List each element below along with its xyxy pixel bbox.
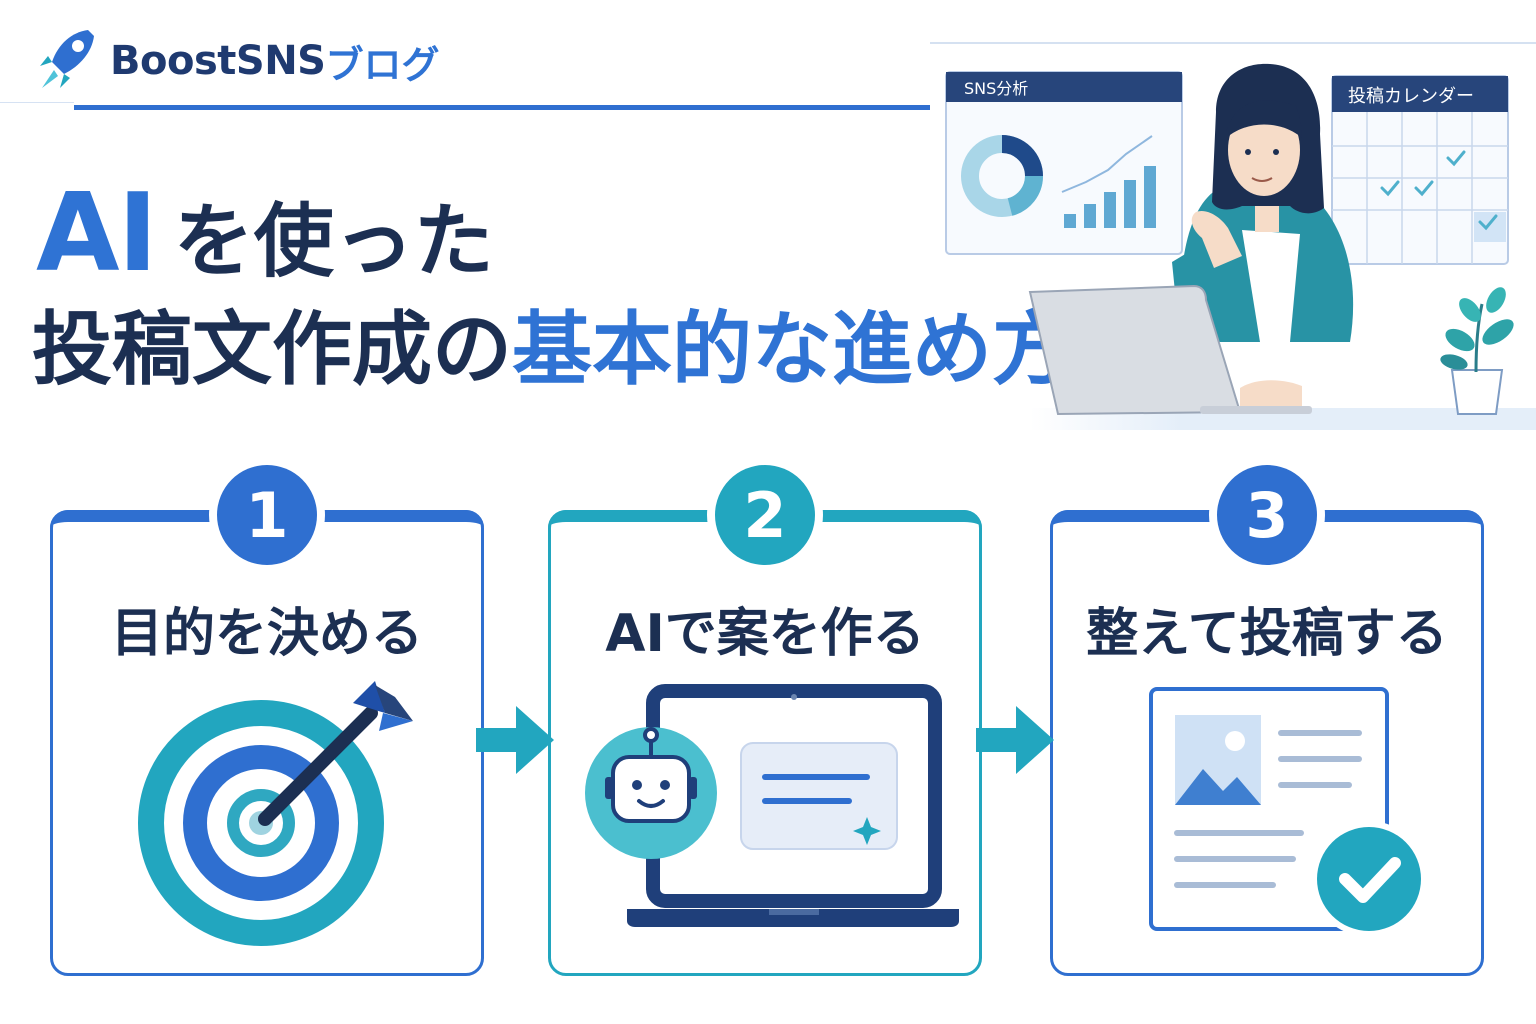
brand-logo[interactable]: BoostSNS ブログ <box>36 26 440 96</box>
title-line-1-text: を使った <box>173 195 494 288</box>
step-badge-1: 1 <box>209 457 325 573</box>
step-number-1: 1 <box>217 465 317 565</box>
step-number-3: 3 <box>1217 465 1317 565</box>
sns-analytics-panel: SNS分析 <box>945 71 1183 255</box>
calendar-panel-title: 投稿カレンダー <box>1348 86 1474 107</box>
step-label-3: 整えて投稿する <box>1086 604 1448 664</box>
brand-accent: ブログ <box>325 42 440 87</box>
step-number-2: 2 <box>715 465 815 565</box>
ai-robot-laptop-icon <box>585 684 959 927</box>
step-label-2: AIで案を作る <box>605 604 925 664</box>
step-badge-2: 2 <box>707 457 823 573</box>
arrow-right-icon <box>976 706 1054 774</box>
plant-decoration <box>1440 287 1514 415</box>
laptop-illustration <box>1028 284 1312 416</box>
title-highlight-ai: AI <box>36 171 158 296</box>
brand-name: BoostSNS <box>110 38 326 84</box>
header-divider-left <box>0 102 74 103</box>
post-check-icon <box>1149 687 1427 937</box>
page-title-line-1: AI を使った <box>36 178 494 288</box>
step-card-1: 1 目的を決める <box>50 457 484 976</box>
rocket-icon <box>40 30 94 88</box>
post-calendar-panel: 投稿カレンダー <box>1331 75 1509 265</box>
title-line-2-text: 投稿文作成の <box>32 303 512 396</box>
page-title-line-2: 投稿文作成の 基本的な進め方 <box>32 310 1072 390</box>
step-card-2: 2 AIで案を作る <box>548 457 982 976</box>
step-label-1: 目的を決める <box>110 604 423 664</box>
step-badge-3: 3 <box>1209 457 1325 573</box>
header-divider <box>74 105 930 110</box>
analytics-panel-title: SNS分析 <box>964 79 1028 98</box>
hero-illustration: SNS分析 投稿カレンダー <box>930 42 1536 430</box>
arrow-right-icon <box>476 706 554 774</box>
title-line-2-highlight: 基本的な進め方 <box>512 303 1072 396</box>
step-card-3: 3 整えて投稿する <box>1050 457 1484 976</box>
target-icon <box>138 681 413 946</box>
